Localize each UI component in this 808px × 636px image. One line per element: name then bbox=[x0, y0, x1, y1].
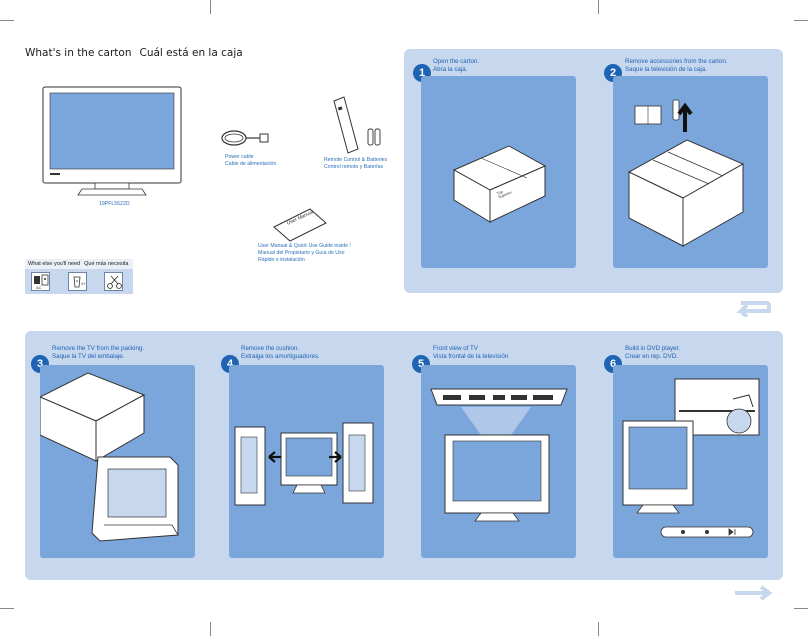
step-1-picture: Top Superior bbox=[421, 76, 576, 268]
tv-model-label: 19PFL5622D bbox=[99, 201, 130, 207]
crop-mark bbox=[794, 20, 808, 21]
next-arrow-icon bbox=[735, 585, 773, 601]
power-cable-icon bbox=[221, 130, 269, 146]
tool-label: X+ bbox=[81, 281, 87, 286]
step-2-text: Remove accessories from the carton.Saque… bbox=[625, 58, 728, 73]
step-3-picture bbox=[40, 365, 195, 558]
crop-mark bbox=[210, 0, 211, 14]
return-arrow-icon bbox=[736, 301, 771, 317]
step-2-picture bbox=[613, 76, 768, 268]
page-title: What's in the carton Cuál está en la caja bbox=[25, 47, 243, 59]
step-1-text: Open the carton.Abra la caja. bbox=[433, 58, 480, 73]
ac-outlet-icon bbox=[31, 272, 50, 291]
title-english: What's in the carton bbox=[25, 47, 132, 59]
crop-mark bbox=[210, 622, 211, 636]
step-4-text: Remove the cushion.Extraiga los amortigu… bbox=[241, 345, 320, 360]
remote-control-icon bbox=[333, 96, 381, 154]
step-6-picture bbox=[613, 365, 768, 558]
screwdriver-icon bbox=[68, 272, 87, 291]
crop-mark bbox=[0, 608, 14, 609]
ac-label: AC bbox=[36, 285, 42, 290]
crop-mark bbox=[0, 20, 14, 21]
crop-mark bbox=[598, 622, 599, 636]
tv-illustration bbox=[42, 86, 182, 196]
step-3-text: Remove the TV from the packing.Saque la … bbox=[52, 345, 145, 360]
user-manual-icon bbox=[273, 208, 327, 242]
title-spanish: Cuál está en la caja bbox=[139, 47, 243, 59]
step-5-picture bbox=[421, 365, 576, 558]
manual-label: User Manual & Quick Use Guide inside !Ma… bbox=[258, 243, 351, 263]
crop-mark bbox=[794, 608, 808, 609]
step-6-text: Build in DVD player.Crear en rep. DVD. bbox=[625, 345, 681, 360]
scissors-icon bbox=[104, 272, 123, 291]
step-4-picture bbox=[229, 365, 384, 558]
crop-mark bbox=[598, 0, 599, 14]
